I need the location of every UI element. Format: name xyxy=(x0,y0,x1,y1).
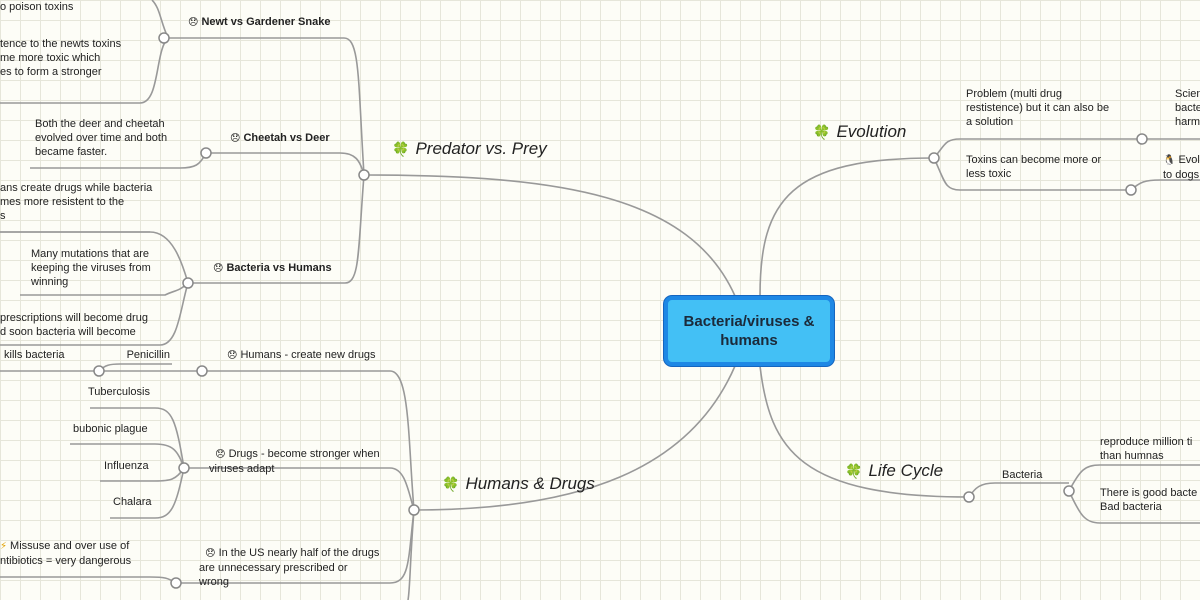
connector-drugs-bottom xyxy=(407,509,415,600)
node-label: Bacteria vs Humans xyxy=(226,262,332,274)
branch-label: Humans & Drugs xyxy=(465,474,595,493)
connector-drugs-stronger xyxy=(184,467,415,511)
node-label: Missuse and over use of ntibiotics = ver… xyxy=(0,540,132,567)
node-toxins-more-less[interactable]: Toxins can become more or less toxic xyxy=(966,154,1102,180)
expand-handle-us xyxy=(170,577,182,589)
connector-bacteria-item2 xyxy=(1068,490,1200,524)
node-label: Humans - create new drugs xyxy=(240,349,376,361)
node-problem-multi-drug[interactable]: Problem (multi drug restistence) but it … xyxy=(966,88,1110,128)
connector-predator-cheetah xyxy=(206,152,365,176)
node-newt-item-2[interactable]: tence to the newts toxins me more toxic … xyxy=(0,38,122,78)
branch-label: Evolution xyxy=(836,122,907,141)
node-label: In the US nearly half of the drugs are u… xyxy=(199,547,380,588)
branch-predator-vs-prey[interactable]: 🍀 Predator vs. Prey xyxy=(392,139,547,158)
branch-evolution[interactable]: 🍀 Evolution xyxy=(813,122,907,141)
expand-handle-bacteria-humans xyxy=(182,277,194,289)
frown-emoji-icon: 😞 xyxy=(215,449,226,460)
node-newt-vs-snake[interactable]: 😞Newt vs Gardener Snake xyxy=(188,15,330,30)
clover-icon: 🍀 xyxy=(392,141,410,157)
node-label: Drugs - become stronger when viruses ada… xyxy=(209,448,380,475)
expand-handle-cheetah xyxy=(200,147,212,159)
branch-humans-and-drugs[interactable]: 🍀 Humans & Drugs xyxy=(442,474,595,493)
node-kills-bacteria[interactable]: kills bacteria xyxy=(4,349,65,361)
expand-handle-stronger xyxy=(178,462,190,474)
lightning-icon: ⚡ xyxy=(0,541,8,552)
penguin-icon: 🐧 xyxy=(1163,155,1176,166)
node-chalara[interactable]: Chalara xyxy=(113,496,152,508)
connector-newt-item2 xyxy=(0,37,169,104)
frown-emoji-icon: 😞 xyxy=(205,548,216,559)
connector-us-item xyxy=(0,576,177,584)
connector-evolution-toxins xyxy=(933,157,1131,191)
node-label: Cheetah vs Deer xyxy=(243,132,330,144)
node-bh-item-3[interactable]: prescriptions will become drug d soon ba… xyxy=(0,312,148,338)
node-penicillin[interactable]: Penicillin xyxy=(126,349,170,361)
node-us-half-drugs[interactable]: 😞In the US nearly half of the drugs are … xyxy=(199,532,379,589)
node-label: Evol to dogs xyxy=(1163,154,1200,181)
connector-penicillin-label xyxy=(98,363,172,372)
node-tuberculosis[interactable]: Tuberculosis xyxy=(88,386,150,398)
expand-handle-problem xyxy=(1136,133,1148,145)
node-bh-item-2[interactable]: Many mutations that are keeping the viru… xyxy=(31,248,151,288)
frown-emoji-icon: 😞 xyxy=(230,133,241,144)
node-reproduce-million[interactable]: reproduce million ti than humnas xyxy=(1100,436,1193,462)
central-topic[interactable]: Bacteria/viruses & humans xyxy=(664,296,834,366)
branch-life-cycle[interactable]: 🍀 Life Cycle xyxy=(845,461,944,480)
branch-label: Life Cycle xyxy=(868,461,944,480)
frown-emoji-icon: 😞 xyxy=(227,350,238,361)
connector-stronger-chalara xyxy=(110,467,185,519)
frown-emoji-icon: 😞 xyxy=(213,263,224,274)
connector-bh-item3 xyxy=(0,282,189,346)
node-drugs-become-stronger[interactable]: 😞Drugs - become stronger when viruses ad… xyxy=(209,433,380,476)
node-cheetah-vs-deer[interactable]: 😞Cheetah vs Deer xyxy=(230,131,330,146)
node-missuse-antibiotics[interactable]: ⚡Missuse and over use of ntibiotics = ve… xyxy=(0,539,131,568)
node-bacteria[interactable]: Bacteria xyxy=(1002,469,1043,481)
expand-handle-newt xyxy=(158,32,170,44)
node-newt-item-1[interactable]: o poison toxins xyxy=(0,1,74,13)
expand-handle-penicillin xyxy=(93,365,105,377)
expand-handle-evolution xyxy=(928,152,940,164)
node-bacteria-vs-humans[interactable]: 😞Bacteria vs Humans xyxy=(213,261,332,276)
expand-handle-create xyxy=(196,365,208,377)
connector-central-predator xyxy=(363,174,736,297)
node-humans-create-drugs[interactable]: 😞Humans - create new drugs xyxy=(227,348,376,363)
connector-drugs-create xyxy=(202,370,415,511)
clover-icon: 🍀 xyxy=(845,463,863,479)
expand-handle-lifecycle xyxy=(963,491,975,503)
connector-lifecycle-bacteria xyxy=(968,482,1069,498)
node-cheetah-item[interactable]: Both the deer and cheetah evolved over t… xyxy=(35,118,168,158)
node-good-bad-bacteria[interactable]: There is good bacte Bad bacteria xyxy=(1100,487,1198,513)
connector-central-lifecycle xyxy=(759,365,970,498)
frown-emoji-icon: 😞 xyxy=(188,17,199,28)
node-problem-child[interactable]: Scien bacte harm xyxy=(1175,88,1200,128)
node-label: Newt vs Gardener Snake xyxy=(201,16,331,28)
node-bubonic-plague[interactable]: bubonic plague xyxy=(73,423,148,435)
connector-newt-hub xyxy=(151,0,169,39)
connector-bh-item1 xyxy=(0,231,189,284)
connector-predator-bacteria xyxy=(188,174,365,284)
connector-bacteria-item1 xyxy=(1068,464,1200,492)
expand-handle-drugs xyxy=(408,504,420,516)
clover-icon: 🍀 xyxy=(813,124,831,140)
expand-handle-predator xyxy=(358,169,370,181)
node-bh-item-1[interactable]: ans create drugs while bacteria mes more… xyxy=(0,182,153,222)
expand-handle-bacteria xyxy=(1063,485,1075,497)
connector-central-drugs xyxy=(413,365,736,511)
node-toxins-child[interactable]: 🐧Evol to dogs xyxy=(1163,153,1200,182)
node-influenza[interactable]: Influenza xyxy=(104,460,149,472)
connector-stronger-tb xyxy=(90,407,185,469)
clover-icon: 🍀 xyxy=(442,476,460,492)
branch-label: Predator vs. Prey xyxy=(415,139,547,158)
connector-predator-newt xyxy=(168,37,365,176)
expand-handle-toxins xyxy=(1125,184,1137,196)
connector-central-evolution xyxy=(759,157,935,297)
